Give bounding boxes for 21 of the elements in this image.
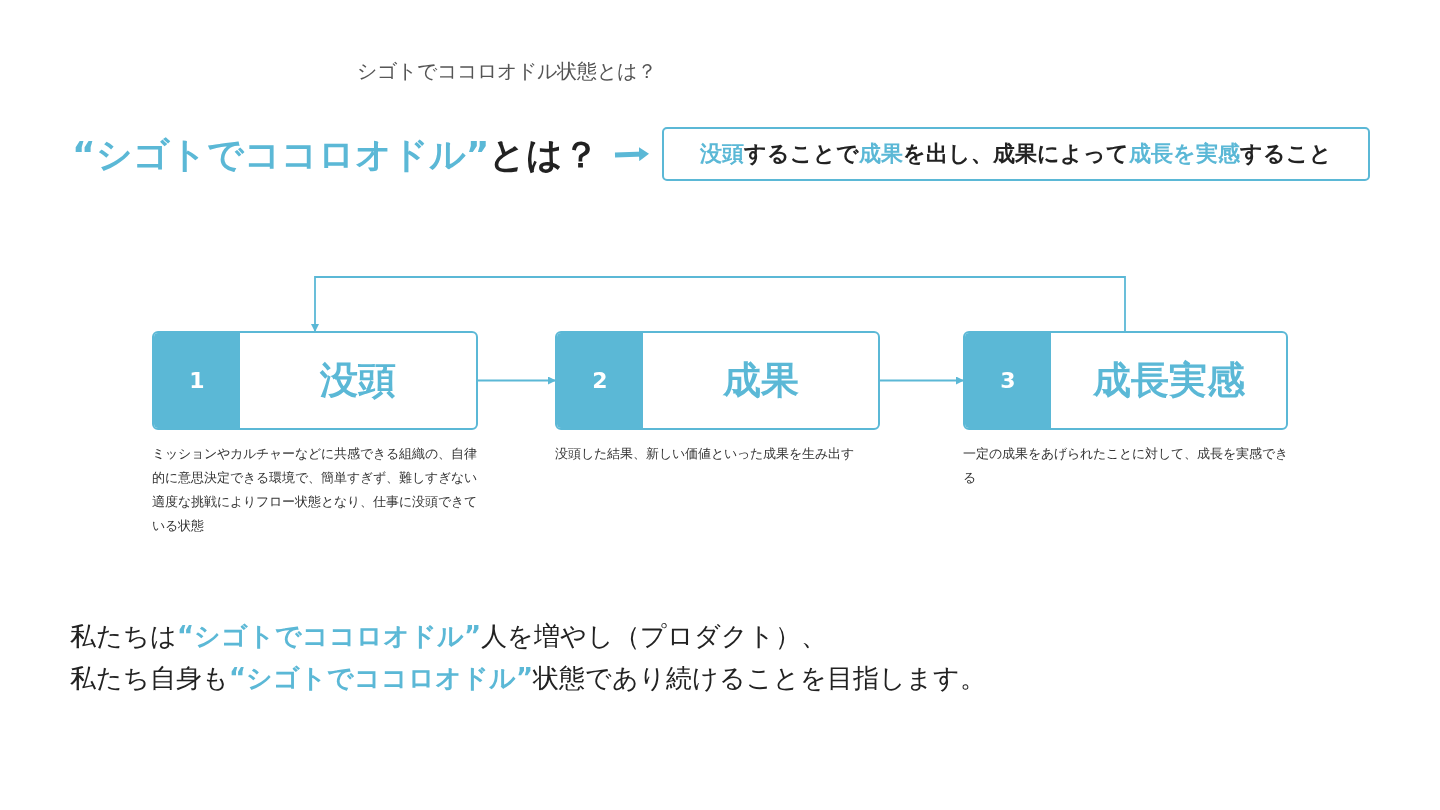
arrow: [879, 376, 964, 385]
step-title: 成長実感: [1091, 357, 1246, 404]
number-tab: 2: [557, 333, 643, 428]
arrow: [614, 147, 649, 162]
number-tab: 1: [154, 333, 240, 428]
step-box: [555, 331, 880, 430]
step-description: 一定の成果をあげられたことに対して、成長を実感できる: [963, 445, 1289, 487]
page-title: シゴトでココロオドル状態とは？: [357, 58, 657, 85]
step-description: ミッションやカルチャーなどに共感できる組織の、自律的に意思決定できる環境で、簡単すぎず、難しすぎない適度な挑戦によりフロー状態となり、仕事に没頭できている状態: [152, 445, 478, 535]
step-box: [963, 331, 1288, 430]
statement-line: 私たち自身も“シゴトでココロオドル”状態であり続けることを目指します。: [70, 662, 987, 695]
number-tab: 3: [965, 333, 1051, 428]
step-description: 没頭した結果、新しい価値といった成果を生み出す: [555, 445, 855, 463]
step-box: [152, 331, 478, 430]
statement-line: 私たちは“シゴトでココロオドル”人を増やし（プロダクト）、: [70, 620, 828, 653]
heading: “シゴトでココロオドル”とは？: [72, 128, 600, 182]
step-title: 没頭: [319, 357, 397, 404]
arrow: [477, 376, 556, 385]
arrow: [311, 276, 1126, 332]
step-title: 成果: [721, 357, 800, 404]
statement-box: 没頭することで成果を出し、成果によって成長を実感すること: [662, 127, 1370, 181]
